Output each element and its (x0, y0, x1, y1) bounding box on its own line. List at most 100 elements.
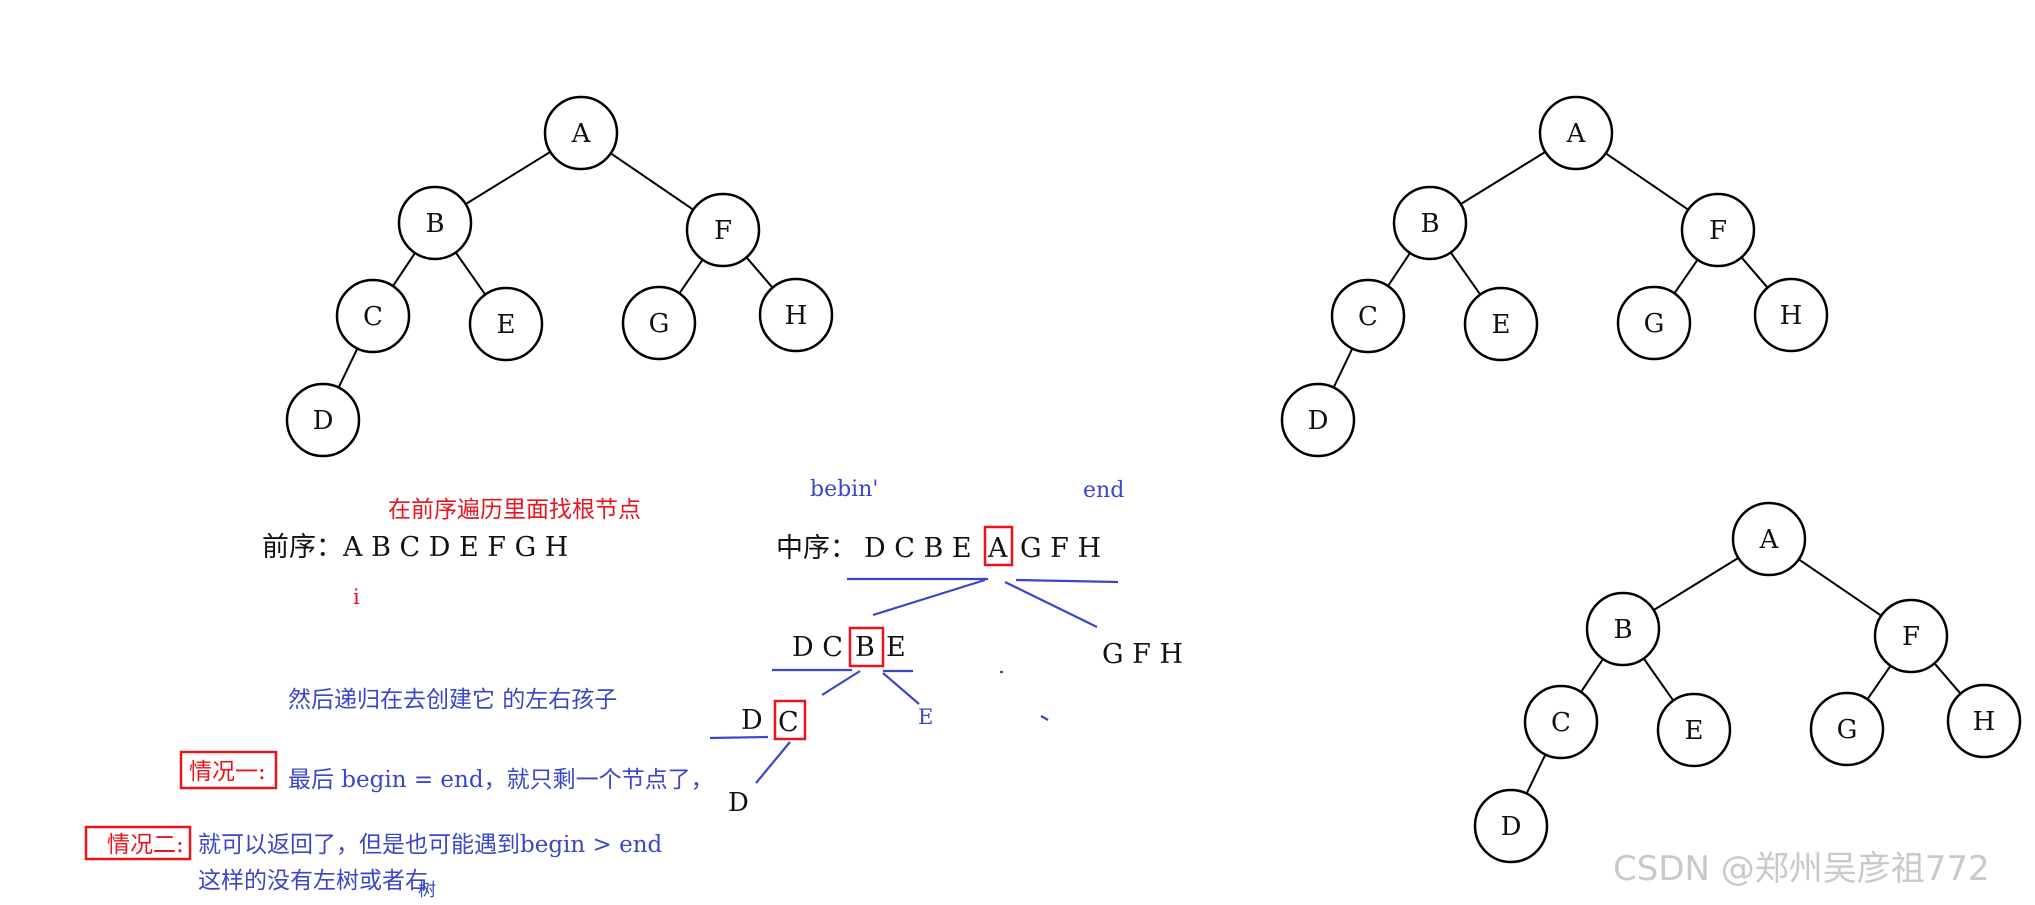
node-g-label: G (1837, 715, 1858, 745)
node-g-circle (1809, 691, 1885, 767)
node-e-circle (468, 286, 544, 362)
sub-gfh: G F H (1102, 639, 1183, 670)
split-e-line (882, 672, 920, 705)
node-d-label: D (1308, 406, 1329, 436)
edge-b-e (1449, 251, 1482, 296)
edge-b-e (454, 251, 487, 296)
node-b-label: B (1420, 209, 1439, 239)
split-right-line (1004, 581, 1098, 628)
node-g-circle (1616, 285, 1692, 361)
sub-root-b: B (855, 632, 875, 663)
edge-b-c (392, 252, 416, 287)
index-i-label: i (353, 585, 360, 609)
root-a-highlight (983, 525, 1014, 567)
node-h-circle (1946, 683, 2022, 759)
node-e-label: E (1685, 716, 1704, 746)
root-c-highlight (773, 699, 807, 741)
node-e-circle (1656, 692, 1732, 768)
node-c-label: C (363, 302, 383, 332)
node-c-label: C (1551, 708, 1571, 738)
case1-text: 最后 begin = end，就只剩一个节点了， (288, 767, 714, 793)
node-a-circle (543, 95, 619, 171)
edge-a-b (1460, 151, 1546, 205)
edge-a-f (1605, 152, 1689, 211)
node-d-circle (1280, 382, 1356, 458)
node-d-circle (1473, 788, 1549, 864)
csdn-watermark: CSDN @郑州吴彦祖772 (1613, 849, 1990, 889)
branch-d-label: D (728, 788, 749, 818)
node-h-label: H (1973, 707, 1996, 737)
mark-dot-2 (1040, 715, 1049, 721)
node-e-label: E (1492, 310, 1511, 340)
recurse-note: 然后递归在去创建它 的左右孩子 (288, 687, 617, 713)
node-a-circle (1731, 501, 1807, 577)
node-h-label: H (785, 301, 808, 331)
case2-text-tail: 树 (418, 880, 436, 901)
case2-box (84, 825, 192, 861)
edge-f-g (678, 259, 704, 294)
split-left-line (872, 578, 986, 617)
split-d-line (755, 741, 791, 784)
node-a-label: A (1759, 525, 1780, 555)
node-e-circle (1463, 286, 1539, 362)
node-g-label: G (649, 309, 670, 339)
node-c-circle (1330, 278, 1406, 354)
sub-left-d: D (741, 705, 763, 736)
node-a-circle (1538, 95, 1614, 171)
node-b-circle (1585, 591, 1661, 667)
inorder-right-part: G F H (1020, 533, 1101, 564)
inorder-root: A (987, 533, 1008, 564)
edge-f-h (745, 256, 774, 289)
node-f-label: F (714, 216, 732, 246)
node-a-label: A (571, 119, 592, 149)
inorder-left-part: D C B E (864, 533, 972, 564)
underline-right (1015, 578, 1119, 584)
node-b-circle (1392, 185, 1468, 261)
case1-tag: 情况一: (189, 759, 266, 785)
find-root-note: 在前序遍历里面找根节点 (388, 497, 641, 523)
underline-d (709, 735, 769, 740)
node-f-label: F (1902, 622, 1920, 652)
preorder-sequence: 前序：A B C D E F G H (262, 532, 568, 563)
branch-e-label: E (918, 705, 933, 729)
node-e-label: E (497, 310, 516, 340)
sub-left-dc: D C (792, 632, 843, 663)
node-d-label: D (1501, 812, 1522, 842)
begin-label: bebin' (810, 477, 878, 502)
end-label: end (1083, 478, 1124, 503)
node-c-circle (1523, 684, 1599, 760)
edge-c-d (1525, 754, 1547, 794)
edge-a-f (610, 152, 694, 211)
case1-box (179, 750, 278, 790)
node-c-label: C (1358, 302, 1378, 332)
edge-f-g (1673, 259, 1699, 294)
edge-a-b (1653, 557, 1739, 611)
edge-c-d (1332, 348, 1354, 388)
node-g-label: G (1644, 309, 1665, 339)
node-b-label: B (425, 209, 444, 239)
edge-f-h (1740, 256, 1769, 289)
case2-tag: 情况二: (107, 832, 184, 858)
edge-f-g (1866, 665, 1892, 700)
node-d-circle (285, 382, 361, 458)
node-f-label: F (1709, 216, 1727, 246)
node-f-circle (685, 192, 761, 268)
node-b-circle (397, 185, 473, 261)
edge-a-f (1798, 558, 1882, 617)
node-h-circle (758, 277, 834, 353)
sub-root-c: C (778, 707, 799, 738)
node-c-circle (335, 278, 411, 354)
edge-a-b (465, 151, 551, 205)
edge-b-c (1580, 658, 1604, 693)
edge-c-d (337, 348, 359, 388)
edge-b-c (1387, 252, 1411, 287)
root-b-highlight (848, 626, 885, 668)
case2-text-second: 这样的没有左树或者右 (198, 868, 428, 894)
node-h-circle (1753, 277, 1829, 353)
node-f-circle (1680, 192, 1756, 268)
